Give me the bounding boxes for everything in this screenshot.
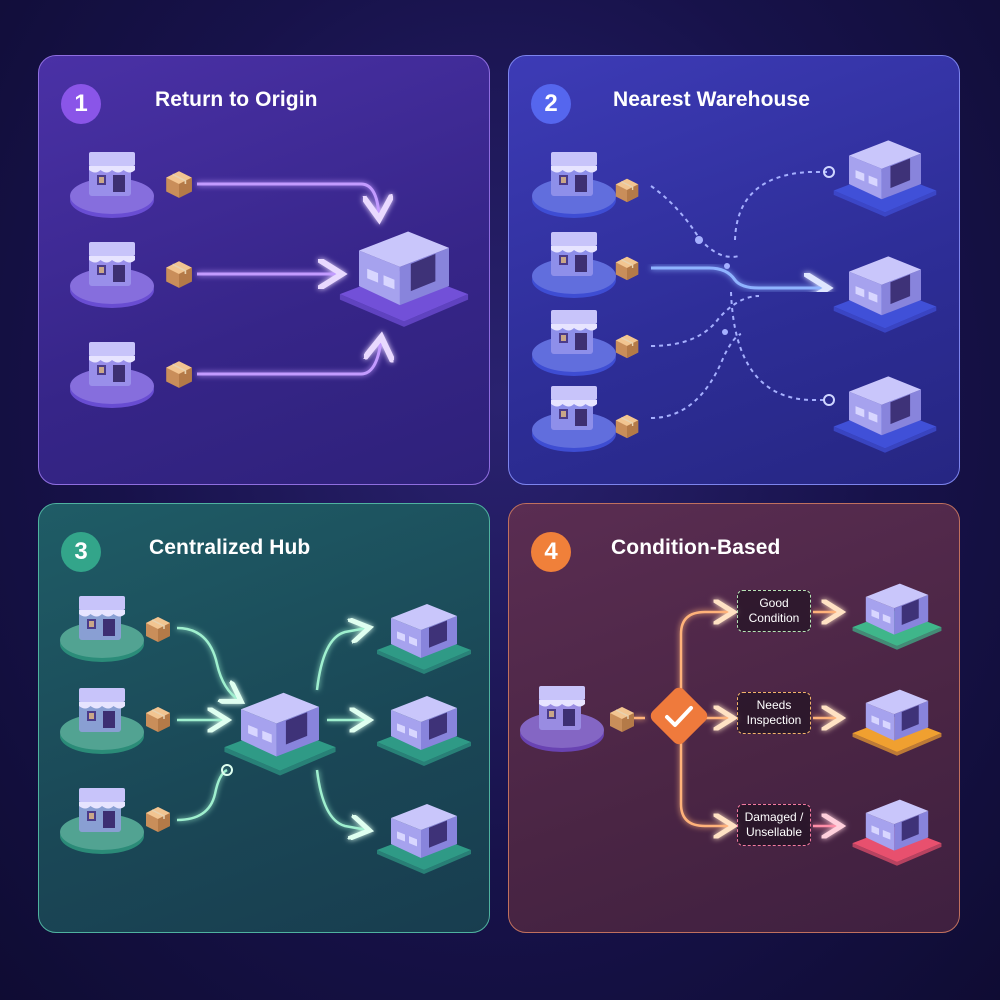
package-icon (165, 360, 193, 389)
hub-warehouse-icon (224, 692, 336, 776)
checkmark-diamond-icon (650, 687, 708, 745)
store-icon (520, 686, 604, 752)
store-icon (532, 152, 616, 218)
return-to-origin-diagram (70, 152, 469, 408)
dashed-route-1 (650, 185, 740, 258)
store-icon (532, 386, 616, 452)
warehouse-icon (377, 696, 471, 766)
warehouse-icon (377, 604, 471, 674)
dashed-route-upper (734, 171, 827, 241)
warehouse-icon (833, 256, 937, 333)
warehouse-icon (377, 804, 471, 874)
warehouse-icon (852, 583, 942, 650)
package-icon (145, 616, 171, 643)
condition-label-line: Needs (756, 698, 792, 712)
panel-nearest-warehouse: 2 Nearest Warehouse (508, 55, 960, 485)
step-number-badge: 4 (531, 532, 571, 572)
condition-label-line: Unsellable (745, 825, 803, 839)
store-icon (60, 688, 144, 754)
store-icon (70, 342, 154, 408)
panel-title: Condition-Based (611, 536, 781, 559)
store-icon (60, 596, 144, 662)
store-icon (532, 232, 616, 298)
route-arrow-3 (197, 340, 381, 376)
condition-label-line: Condition (748, 611, 800, 625)
route-arrow-1 (197, 182, 379, 216)
to-damaged-arrow (679, 734, 731, 826)
panel-title: Nearest Warehouse (613, 88, 810, 111)
step-number-badge: 2 (531, 84, 571, 124)
condition-label-line: Inspection (746, 713, 802, 727)
condition-based-diagram (520, 583, 942, 866)
warehouse-icon (833, 376, 937, 453)
condition-label-line: Good (759, 596, 789, 610)
step-number-badge: 1 (61, 84, 101, 124)
route-node (823, 394, 835, 406)
warehouse-icon (833, 140, 937, 217)
outbound-arrow-3 (315, 769, 367, 830)
primary-route-arrow (651, 266, 825, 288)
to-good-arrow (679, 612, 731, 702)
store-icon (70, 152, 154, 218)
route-node (695, 236, 703, 244)
package-icon (145, 806, 171, 833)
store-icon (70, 242, 154, 308)
dashed-route-lower (730, 291, 827, 401)
nearest-warehouse-diagram (532, 140, 937, 453)
step-number-badge: 3 (61, 532, 101, 572)
panel-centralized-hub: 3 Centralized Hub (38, 503, 490, 933)
route-node (724, 263, 730, 269)
route-node (823, 166, 835, 178)
panel-title: Return to Origin (155, 88, 318, 111)
route-node (221, 764, 233, 776)
warehouse-icon (339, 231, 469, 327)
store-icon (60, 788, 144, 854)
dashed-route-4 (650, 333, 742, 419)
inbound-arrow-3 (176, 768, 228, 822)
dashed-route-3 (650, 295, 760, 347)
condition-label-line: Damaged / (744, 810, 804, 824)
package-icon (615, 178, 639, 203)
route-node (722, 329, 728, 335)
warehouse-icon (852, 799, 942, 866)
warehouse-icon (852, 689, 942, 756)
panel-return-to-origin: 1 Return to Origin (38, 55, 490, 485)
panel-title: Centralized Hub (149, 536, 311, 559)
package-icon (615, 256, 639, 281)
package-icon (609, 706, 635, 733)
condition-label-damaged: Damaged /Unsellable (737, 804, 811, 846)
inbound-arrow-1 (176, 626, 239, 700)
centralized-hub-diagram (60, 596, 471, 874)
package-icon (145, 706, 171, 733)
package-icon (165, 170, 193, 199)
package-icon (615, 334, 639, 359)
package-icon (165, 260, 193, 289)
store-icon (532, 310, 616, 376)
package-icon (615, 414, 639, 439)
outbound-arrow-1 (315, 628, 367, 691)
